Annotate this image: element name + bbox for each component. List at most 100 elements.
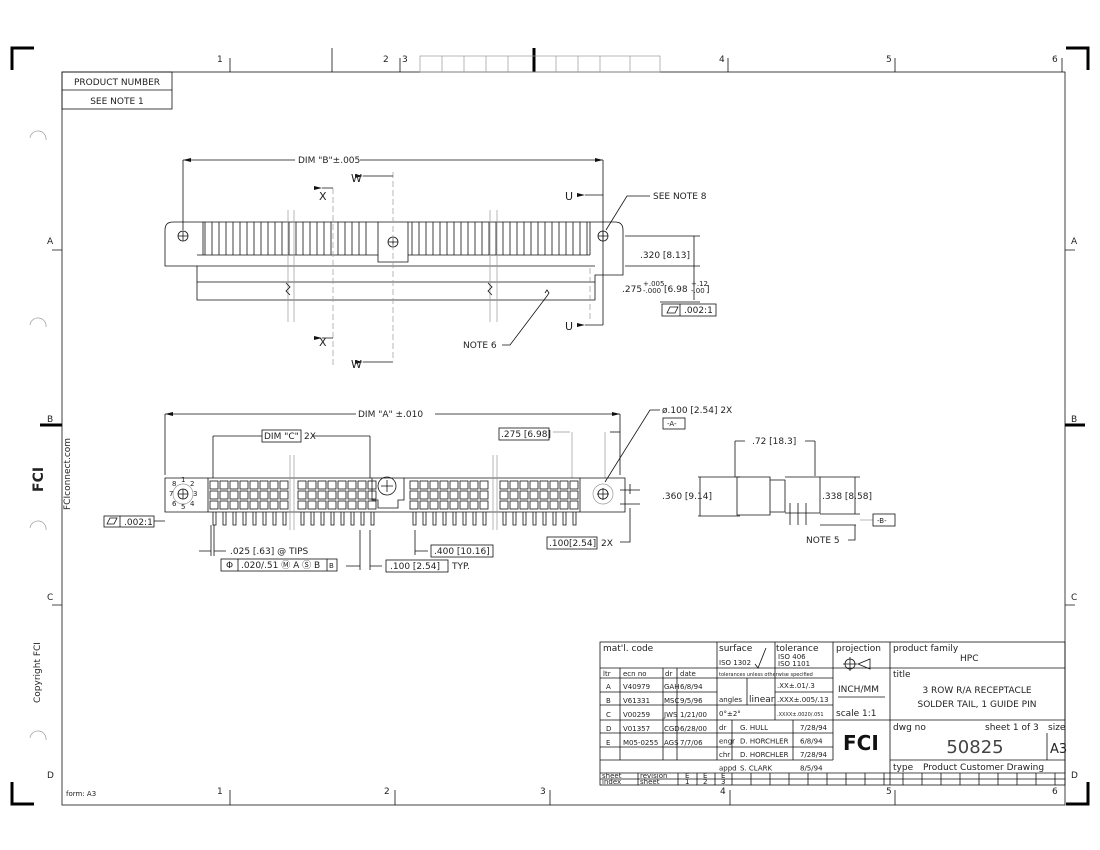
contact-cavity [249,490,259,500]
solder-tail [502,512,507,526]
contact-cavity [479,490,489,500]
contact-cavity [559,480,569,490]
title-block-product-family-label: product family [893,644,959,654]
contact-cavity [337,490,347,500]
sheet-zones-top-2: 3 [402,55,408,65]
title-block-angles-tol: 0°±2° [719,710,741,718]
contact-cavity [209,480,219,490]
contact-cavity [429,500,439,510]
title-block-projection: projection [836,644,881,654]
title-block-tol-std2: ISO 1101 [778,660,810,668]
title-block-sheet-index-row2-2: 1 [685,778,689,786]
solder-tail [310,512,315,526]
contact-cavity [307,490,317,500]
solder-tail [222,512,227,526]
side-view-dim-72: .72 [18.3] [752,437,796,447]
contact-cavity [449,500,459,510]
solder-tail [482,512,487,526]
top-view-dim-275-tol-plus: +.005 [643,280,664,288]
contact-cavity [559,490,569,500]
sheet-zones-side-0: A [1071,237,1078,247]
contact-cavity [219,490,229,500]
solder-tail [330,512,335,526]
sheet-zones-top-3: 4 [720,787,726,797]
fci-url: FCIconnect.com [63,438,73,510]
sheet-zones-side-3: D [47,771,54,781]
revision-dr: GAH [664,683,679,691]
sheet-zones-side-3: D [1071,771,1078,781]
signoff-name: G. HULL [740,724,768,732]
solder-tail [262,512,267,526]
top-view-dim-275-tol-minus: -.000 [643,287,661,295]
front-view: DIM "A" ±.010 DIM "C" 2X .275 [6.98] ø.1… [103,406,732,573]
top-view-dim-698-tol-plus: +.12 [691,280,708,288]
contact-cavity [279,480,289,490]
title-block-sheet-index-row1-0: sheet [602,772,622,780]
front-view-suffix-2x: 2X [601,539,613,549]
front-view-tip: .025 [.63] @ TIPS [230,547,309,557]
contact-cavity [317,480,327,490]
svg-text:Φ: Φ [226,561,233,571]
solder-tail [350,512,355,526]
contact-cavity [479,500,489,510]
revision-date: 6/8/94 [680,683,703,691]
revision-ltr: A [606,683,611,691]
contact-cavity [409,490,419,500]
contact-cavity [327,500,337,510]
contact-cavity [279,490,289,500]
solder-tail [360,512,365,526]
contact-cavity [259,490,269,500]
title-block-tol-note: tolerances unless otherwise specified [719,672,813,678]
signoff-name: S. CLARK [740,765,772,773]
title-block-tolerance: tolerance [776,644,819,654]
title-block-size-label: size [1048,723,1066,733]
title-block-linear: linear [749,695,775,705]
contact-cavity [357,480,367,490]
contact-cavity [539,500,549,510]
contact-cavity [559,500,569,510]
title-block-dwg-no-label: dwg no [893,723,926,733]
revision-date: 6/28/00 [680,725,707,733]
solder-tail [242,512,247,526]
title-block-sheet-index-row2-1: sheet [640,778,660,786]
contact-cavity [529,500,539,510]
contact-cavity [317,500,327,510]
solder-tail [522,512,527,526]
pin-label: 5 [181,503,185,511]
contact-cavity [259,500,269,510]
sheet-index: sheet revision E E E index sheet 1 2 3 [602,772,725,786]
solder-tail [442,512,447,526]
title-block-sheet-index-row2-0: index [602,778,621,786]
contact-cavity [449,490,459,500]
corner-mark-bl [10,782,34,806]
contact-cavity [469,490,479,500]
top-view-dim-698: [6.98 [664,285,688,295]
contact-cavity [499,480,509,490]
title-block-sheet-index-row1-1: revision [640,772,667,780]
solder-tail [320,512,325,526]
contact-cavity [249,480,259,490]
sheet-zones-top-4: 5 [886,787,892,797]
signoff-role: appd [719,765,737,773]
product-number-box: PRODUCT NUMBER SEE NOTE 1 [61,71,173,110]
title-block-rev-headers-3: date [680,670,696,678]
contact-cavity [209,490,219,500]
sheet-zones-top-0: 1 [217,787,223,797]
front-view-dim-c-suffix: 2X [304,432,316,442]
top-view-section-x: X [319,190,327,203]
corner-mark-br [1066,782,1090,806]
contact-cavity [549,480,559,490]
contact-cavity [337,480,347,490]
top-view-dim-275: .275 [622,285,642,295]
contact-cavity [519,480,529,490]
contact-cavity [269,480,279,490]
solder-tail [462,512,467,526]
top-view-section-x: X [319,336,327,349]
contact-cavity [367,500,377,510]
side-view: .72 [18.3] .360 [9.14] .338 [8.58] -B- N… [662,437,896,546]
contact-cavity [459,500,469,510]
solder-tail [532,512,537,526]
title-block-sheet-of: sheet 1 of 3 [985,723,1039,733]
contact-cavity [459,480,469,490]
revision-ltr: E [606,739,610,747]
